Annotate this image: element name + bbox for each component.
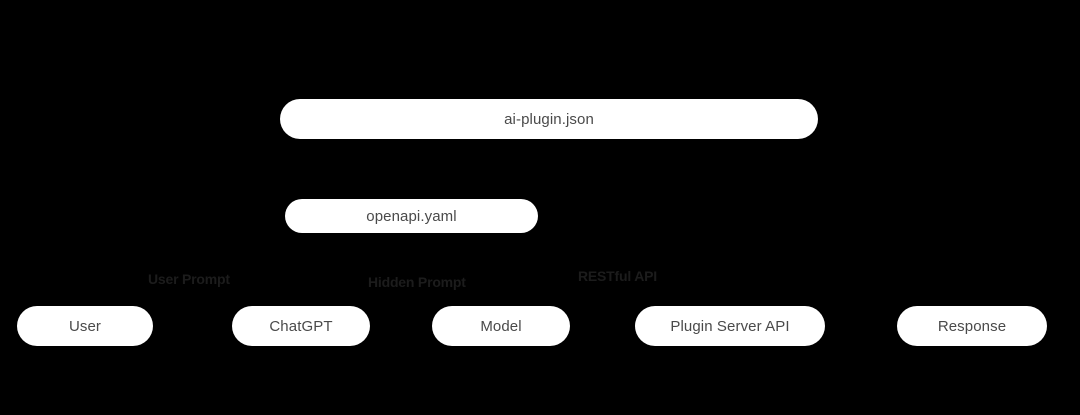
edge-label-restful-api: RESTful API [578, 268, 657, 284]
node-plugin-server-api[interactable]: Plugin Server API [635, 306, 825, 346]
node-chatgpt[interactable]: ChatGPT [232, 306, 370, 346]
edge-label-user-prompt: User Prompt [148, 271, 230, 287]
node-ai-plugin-json[interactable]: ai-plugin.json [280, 99, 818, 139]
node-label: ai-plugin.json [504, 110, 594, 128]
edge-label-hidden-prompt: Hidden Prompt [368, 274, 466, 290]
node-openapi-yaml[interactable]: openapi.yaml [285, 199, 538, 233]
node-label: openapi.yaml [366, 207, 457, 225]
node-user[interactable]: User [17, 306, 153, 346]
node-model[interactable]: Model [432, 306, 570, 346]
node-label: User [68, 317, 102, 335]
node-label: ChatGPT [269, 317, 333, 335]
node-response[interactable]: Response [897, 306, 1047, 346]
node-label: Plugin Server API [670, 317, 790, 335]
node-label: Model [480, 317, 522, 335]
node-label: Response [937, 317, 1007, 335]
